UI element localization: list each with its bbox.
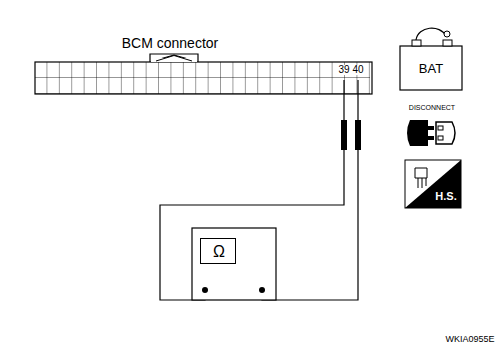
bcm-connector: BCM connector3940 xyxy=(35,62,372,94)
harness-icon xyxy=(405,160,461,208)
battery-box: BAT xyxy=(400,46,462,90)
connector-title: BCM connector xyxy=(122,36,218,50)
battery-icon xyxy=(400,28,462,90)
harness-box: H.S. xyxy=(405,160,461,208)
ohm-display: Ω xyxy=(200,238,236,264)
hs-label: H.S. xyxy=(435,191,456,202)
figure-code: WKIA0955E xyxy=(445,335,494,344)
pin-number: 39 xyxy=(337,65,350,75)
multimeter xyxy=(192,228,276,300)
probe xyxy=(341,80,361,150)
connector-body xyxy=(35,54,372,94)
pin-number: 40 xyxy=(351,65,364,75)
test-lead xyxy=(160,150,358,300)
battery-label: BAT xyxy=(419,62,443,75)
disconnect-icon xyxy=(407,120,455,146)
ohm-symbol: Ω xyxy=(213,244,225,260)
disconnect-label: DISCONNECT xyxy=(409,104,455,111)
